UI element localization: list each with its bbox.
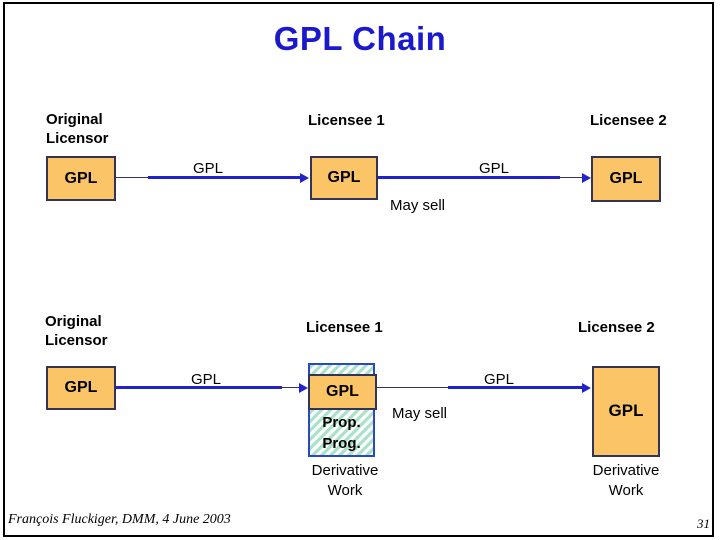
- prop-prog-line1: Prop.: [322, 414, 361, 431]
- footer-credit: François Fluckiger, DMM, 4 June 2003: [8, 512, 231, 527]
- arrowhead-icon: [300, 173, 309, 183]
- arrowhead-icon: [299, 383, 308, 393]
- arrow-body-line: [148, 176, 302, 179]
- page-title: GPL Chain: [273, 20, 447, 57]
- arrow-body-line: [116, 386, 282, 389]
- stack-gpl-box: GPL: [308, 374, 377, 410]
- page-number: 31: [697, 516, 710, 531]
- arrowhead-icon: [582, 383, 591, 393]
- derivative-work-right-label: Derivative Work: [592, 462, 660, 499]
- top-licensee2-label: Licensee 2: [590, 112, 667, 129]
- arrow-tail-line: [377, 387, 450, 388]
- derivative-work-left-label: Derivative Work: [311, 462, 379, 499]
- top-arrow2-gpl-label: GPL: [478, 160, 509, 177]
- top-licensee2-gpl-box: GPL: [591, 156, 661, 202]
- bottom-original-licensor-label: Original Licensor: [45, 313, 108, 349]
- bottom-licensee2-label: Licensee 2: [578, 319, 655, 336]
- arrow-tail-line: [116, 177, 150, 178]
- arrow-body-line: [448, 386, 584, 389]
- bottom-arrow2-gpl-label: GPL: [483, 371, 514, 388]
- licensee1-derivative-stack: GPL Prop. Prog.: [308, 363, 377, 457]
- arrowhead-icon: [582, 173, 591, 183]
- arrow-tail-line: [558, 177, 584, 178]
- arrow-tail-line: [280, 387, 302, 388]
- top-licensee1-label: Licensee 1: [308, 112, 385, 129]
- top-arrow1-gpl-label: GPL: [192, 160, 223, 177]
- bottom-arrow1-gpl-label: GPL: [190, 371, 221, 388]
- licensee2-derivative-gpl-box: GPL: [592, 366, 660, 457]
- top-licensee1-gpl-box: GPL: [310, 156, 378, 200]
- bottom-may-sell-label: May sell: [392, 405, 448, 422]
- top-may-sell-label: May sell: [390, 197, 446, 214]
- arrow-body-line: [378, 176, 560, 179]
- prop-prog-line2: Prog.: [322, 435, 361, 452]
- bottom-licensee1-label: Licensee 1: [306, 319, 383, 336]
- prop-prog-box: Prop. Prog.: [310, 412, 373, 454]
- bottom-original-gpl-box: GPL: [46, 366, 116, 410]
- top-original-licensor-label: Original Licensor: [46, 111, 109, 147]
- top-original-gpl-box: GPL: [46, 156, 116, 201]
